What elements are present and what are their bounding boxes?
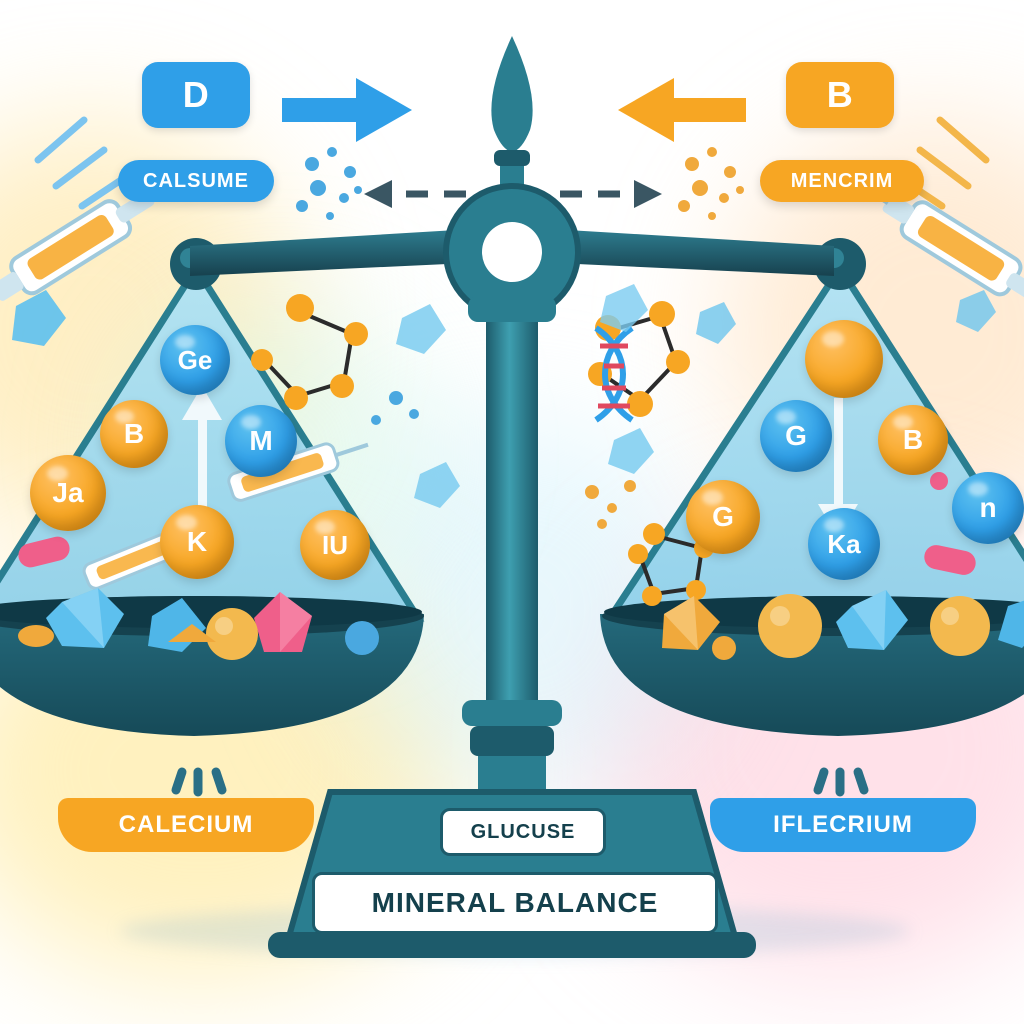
glucuse-plate-text: GLUCUSE	[470, 820, 576, 843]
left-bubble-2[interactable]: B	[100, 400, 168, 468]
tick-marks-left	[171, 767, 227, 797]
right-bubble-2-label: G	[785, 420, 807, 451]
left-bubble-2-label: B	[123, 418, 145, 449]
mineral-balance-plate-text: MINERAL BALANCE	[371, 887, 659, 918]
mineral-balance-plate[interactable]: MINERAL BALANCE	[312, 872, 718, 934]
left-bubble-1-label: Ge	[177, 344, 213, 375]
bottom-left-banner[interactable]: CALECIUM	[58, 798, 314, 852]
dashed-arrow-left	[364, 180, 466, 208]
scattered-dots-inner-left	[371, 391, 419, 425]
capsule-decorations	[18, 472, 976, 575]
left-bubble-6-label: IU	[322, 529, 348, 560]
left-bubble-3-label: M	[249, 425, 273, 456]
right-bowl-contents	[662, 590, 1024, 660]
right-bubble-4[interactable]: G	[686, 480, 760, 554]
dashed-arrow-right	[560, 180, 662, 208]
right-bubble-3[interactable]: B	[878, 405, 948, 475]
left-bubble-4[interactable]: Ja	[30, 455, 106, 531]
right-bubble-5[interactable]: Ka	[808, 508, 880, 580]
scattered-dots-inner-right	[585, 480, 636, 529]
scattered-dots-right	[678, 147, 744, 220]
dna-helix-icon	[594, 325, 634, 423]
left-bubble-6[interactable]: IU	[300, 510, 370, 580]
left-bowl-contents	[18, 588, 379, 660]
tick-marks-right	[813, 767, 869, 797]
right-bubble-6[interactable]: n	[952, 472, 1024, 544]
right-bubble-5-label: Ka	[827, 528, 861, 559]
left-pan-up-arrow	[182, 386, 222, 526]
sparkle-left	[34, 116, 128, 210]
molecule-left-upper	[251, 294, 368, 410]
top-right-caption: MENCRIM	[790, 169, 894, 192]
left-bubble-5[interactable]: K	[160, 505, 234, 579]
floating-crystals	[12, 284, 996, 508]
left-bubble-5-label: K	[186, 526, 208, 557]
bottom-right-banner-text: IFLECRIUM	[773, 811, 913, 838]
left-bubble-4-label: Ja	[52, 477, 84, 508]
top-left-badge[interactable]: D	[142, 62, 250, 128]
top-left-right-arrow	[282, 78, 412, 142]
bottom-right-banner[interactable]: IFLECRIUM	[710, 798, 976, 852]
right-bubble-4-label: G	[712, 501, 734, 532]
scattered-dots-left	[296, 147, 362, 220]
top-left-caption-pill[interactable]: CALSUME	[118, 160, 274, 202]
top-right-badge-text: B	[826, 74, 854, 115]
glucuse-plate[interactable]: GLUCUSE	[440, 808, 606, 856]
left-bubble-1[interactable]: Ge	[160, 325, 230, 395]
top-left-caption: CALSUME	[143, 169, 249, 192]
right-bubble-6-label: n	[979, 492, 997, 523]
right-bubble-1[interactable]	[805, 320, 883, 398]
top-right-badge[interactable]: B	[786, 62, 894, 128]
right-bubble-2[interactable]: G	[760, 400, 832, 472]
left-bubble-3[interactable]: M	[225, 405, 297, 477]
right-bubble-3-label: B	[902, 424, 924, 455]
top-right-caption-pill[interactable]: MENCRIM	[760, 160, 924, 202]
top-left-badge-text: D	[182, 74, 210, 115]
top-right-left-arrow	[618, 78, 746, 142]
bottom-left-banner-text: CALECIUM	[118, 811, 254, 838]
